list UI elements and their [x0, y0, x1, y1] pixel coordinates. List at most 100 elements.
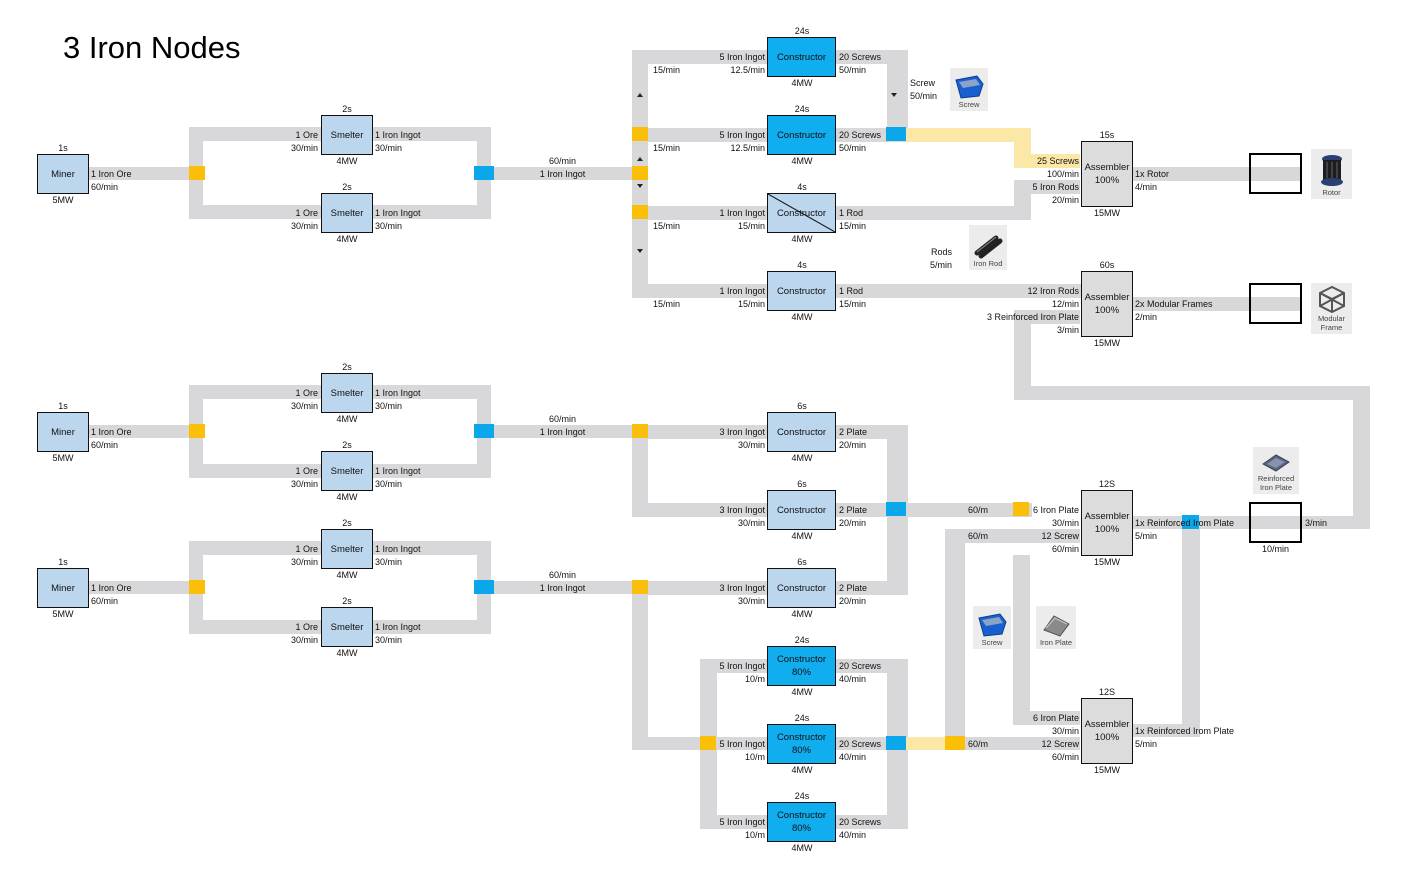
- input-rate: 10/m: [744, 674, 765, 684]
- assembler-machine-rip[interactable]: Assembler 100%: [1081, 698, 1133, 764]
- machine-efficiency: 80%: [791, 745, 811, 756]
- splitter[interactable]: [189, 580, 205, 594]
- merger[interactable]: [474, 580, 494, 594]
- input-rate: 30/min: [290, 143, 318, 153]
- splitter[interactable]: [632, 205, 648, 219]
- assembler-machine-modular-frame[interactable]: Assembler 100%: [1081, 271, 1133, 337]
- machine-time: 2s: [342, 362, 352, 372]
- constructor-machine[interactable]: Constructor 80%: [767, 724, 836, 764]
- screw-note-item: Screw: [910, 78, 936, 88]
- belt: [1014, 310, 1080, 324]
- smelter-machine[interactable]: Smelter: [321, 529, 373, 569]
- splitter[interactable]: [632, 424, 648, 438]
- constructor-machine-disabled[interactable]: Constructor: [767, 193, 836, 233]
- rod-note-rate: 5/min: [929, 260, 952, 270]
- iron-plate-icon: [1043, 615, 1070, 637]
- miner-machine[interactable]: Miner: [37, 412, 89, 452]
- splitter[interactable]: [945, 736, 965, 750]
- output-item: 1 Iron Ingot: [375, 622, 421, 632]
- machine-time: 4s: [797, 260, 807, 270]
- splitter[interactable]: [189, 424, 205, 438]
- merger[interactable]: [886, 127, 906, 141]
- output-rate: 60/min: [91, 182, 119, 192]
- constructor-machine[interactable]: Constructor 80%: [767, 802, 836, 842]
- output-item: 20 Screws: [839, 661, 882, 671]
- input-rate: 30/min: [1051, 726, 1079, 736]
- merger[interactable]: [886, 502, 906, 516]
- machine-time: 2s: [342, 596, 352, 606]
- output-rate: 40/min: [839, 674, 867, 684]
- merger[interactable]: [886, 736, 906, 750]
- belt: [632, 425, 648, 517]
- splitter[interactable]: [189, 166, 205, 180]
- constructor-machine[interactable]: Constructor: [767, 490, 836, 530]
- item-tile-screw: Screw: [973, 606, 1011, 649]
- input-item: 1 Ore: [295, 466, 318, 476]
- input-rate: 30/min: [737, 596, 765, 606]
- machine-power: 4MW: [791, 687, 813, 697]
- machine-time: 24s: [794, 791, 810, 801]
- belt: [1353, 386, 1370, 529]
- smelter-machine[interactable]: Smelter: [321, 451, 373, 491]
- modular-frame-sink[interactable]: [1249, 283, 1302, 324]
- constructor-machine[interactable]: Constructor: [767, 115, 836, 155]
- merger[interactable]: [474, 424, 494, 438]
- miner-machine[interactable]: Miner: [37, 568, 89, 608]
- input-rate: 12.5/min: [730, 143, 765, 153]
- machine-name: Assembler: [1084, 511, 1130, 522]
- output-item: 20 Screws: [839, 817, 882, 827]
- output-item: 1 Iron Ore: [91, 427, 132, 437]
- machine-power: 4MW: [336, 648, 358, 658]
- belt: [1014, 310, 1031, 400]
- item-tile-modular-frame: Modular Frame: [1311, 283, 1352, 334]
- machine-time: 6s: [797, 479, 807, 489]
- belt: [945, 529, 1080, 543]
- splitter[interactable]: [632, 127, 648, 141]
- rip-sink[interactable]: [1249, 502, 1302, 543]
- merger[interactable]: [1182, 515, 1199, 529]
- rotor-sink[interactable]: [1249, 153, 1302, 194]
- output-item: 1 Rod: [839, 286, 864, 296]
- arrow-down-icon: [637, 249, 643, 253]
- belt: [632, 737, 718, 750]
- output-rate: 4/min: [1135, 182, 1158, 192]
- output-item: 1 Iron Ingot: [375, 388, 421, 398]
- input-rate: 20/min: [1051, 195, 1079, 205]
- belt-rate: 60/m: [968, 505, 989, 515]
- constructor-machine[interactable]: Constructor: [767, 37, 836, 77]
- smelter-machine[interactable]: Smelter: [321, 607, 373, 647]
- splitter[interactable]: [632, 580, 648, 594]
- screw-bin-icon: [978, 613, 1007, 637]
- miner-machine[interactable]: Miner: [37, 154, 89, 194]
- splitter[interactable]: [1013, 502, 1029, 516]
- machine-time: 1s: [58, 557, 68, 567]
- belt: [88, 425, 198, 438]
- constructor-machine[interactable]: Constructor: [767, 271, 836, 311]
- machine-name: Smelter: [330, 207, 364, 219]
- tile-label: Rotor: [1322, 188, 1341, 197]
- machine-power: 15MW: [1093, 208, 1120, 218]
- input-item: 12 Iron Rods: [1027, 286, 1079, 296]
- belt: [1182, 516, 1200, 737]
- machine-time: 6s: [797, 557, 807, 567]
- smelter-machine[interactable]: Smelter: [321, 115, 373, 155]
- splitter[interactable]: [632, 166, 648, 180]
- iron-rod-icon: [974, 235, 1003, 259]
- reinforced-iron-plate-icon: [1262, 454, 1290, 472]
- input-item: 1 Ore: [295, 544, 318, 554]
- merger[interactable]: [474, 166, 494, 180]
- smelter-machine[interactable]: Smelter: [321, 193, 373, 233]
- smelter-machine[interactable]: Smelter: [321, 373, 373, 413]
- output-rate: 15/min: [839, 221, 867, 231]
- constructor-machine[interactable]: Constructor: [767, 568, 836, 608]
- constructor-machine[interactable]: Constructor: [767, 412, 836, 452]
- arrow-up-icon: [637, 93, 643, 97]
- constructor-machine[interactable]: Constructor 80%: [767, 646, 836, 686]
- assembler-machine-rip[interactable]: Assembler 100%: [1081, 490, 1133, 556]
- assembler-machine-rotor[interactable]: Assembler 100%: [1081, 141, 1133, 207]
- machine-name: Assembler: [1084, 162, 1130, 173]
- item-tile-iron-rod: Iron Rod: [969, 225, 1007, 270]
- arrow-up-icon: [637, 157, 643, 161]
- splitter[interactable]: [700, 736, 716, 750]
- input-rate: 12.5/min: [730, 65, 765, 75]
